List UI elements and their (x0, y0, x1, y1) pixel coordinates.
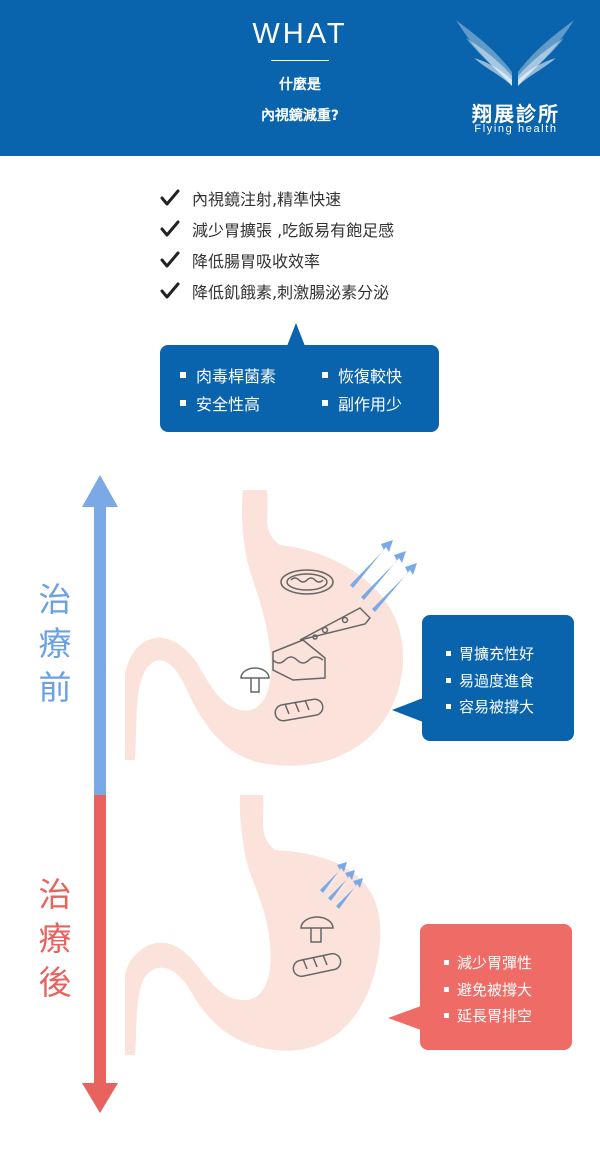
after-item: 減少胃彈性 (444, 952, 532, 973)
checklist-item: 內視鏡注射,精準快速 (160, 182, 394, 213)
before-treatment-label: 治療前 (38, 580, 72, 707)
benefit-checklist: 內視鏡注射,精準快速 減少胃擴張 ,吃飯易有飽足感 降低腸胃吸收效率 降低飢餓素… (160, 182, 394, 306)
after-item-text: 減少胃彈性 (457, 954, 533, 972)
bullet-square-icon (322, 372, 328, 378)
bullet-square-icon (446, 704, 451, 709)
after-item-text: 避免被撐大 (457, 981, 533, 999)
feature-item: 安全性高 (180, 391, 260, 415)
after-treatment-label: 治療後 (38, 875, 72, 1002)
header-subtitle-line1: 什麼是 (279, 77, 321, 93)
clinic-logo-name: 翔展診所 (472, 102, 560, 126)
checklist-item: 降低飢餓素,刺激腸泌素分泌 (160, 275, 394, 306)
timeline-arrow-icon (82, 475, 118, 1113)
bullet-square-icon (446, 651, 451, 656)
checkmark-icon (160, 189, 180, 205)
before-item: 胃擴充性好 (446, 643, 534, 664)
before-item-text: 易過度進食 (459, 672, 535, 690)
stomach-expansion-arrows-icon (350, 540, 417, 612)
checklist-item-text: 降低腸胃吸收效率 (192, 251, 321, 271)
stomach-after-body (125, 795, 381, 1055)
feature-item: 恢復較快 (322, 363, 402, 387)
clinic-logo-subtitle: Flying health (474, 123, 558, 135)
checklist-item-text: 內視鏡注射,精準快速 (192, 189, 342, 209)
arrow-down-head (82, 1083, 118, 1113)
checklist-item: 減少胃擴張 ,吃飯易有飽足感 (160, 213, 394, 244)
feature-item-text: 副作用少 (338, 395, 403, 414)
stomach-before-illustration (125, 490, 417, 766)
feature-item-text: 肉毒桿菌素 (196, 367, 277, 386)
checkmark-icon (160, 220, 180, 236)
bullet-square-icon (444, 987, 449, 992)
stomach-expansion-arrows-icon (320, 862, 363, 909)
stomach-before-body (125, 490, 404, 766)
feature-item-text: 恢復較快 (338, 367, 403, 386)
after-callout-pointer (388, 1006, 421, 1030)
stomach-after-illustration (125, 795, 381, 1055)
bullet-square-icon (444, 1013, 449, 1018)
feature-item: 副作用少 (322, 391, 402, 415)
before-item: 易過度進食 (446, 670, 534, 691)
bullet-square-icon (444, 960, 449, 965)
arrow-before-shaft (94, 505, 106, 795)
after-item: 延長胃排空 (444, 1005, 532, 1026)
before-callout-pointer (392, 698, 423, 722)
checkmark-icon (160, 251, 180, 267)
feature-bubble: 肉毒桿菌素 恢復較快 安全性高 副作用少 (160, 345, 439, 432)
after-item-text: 延長胃排空 (457, 1007, 533, 1025)
after-callout: 減少胃彈性 避免被撐大 延長胃排空 (420, 924, 572, 1050)
header-subtitle-line2: 內視鏡減重? (260, 108, 340, 124)
food-icon (292, 916, 342, 978)
bullet-square-icon (180, 400, 186, 406)
checklist-item-text: 降低飢餓素,刺激腸泌素分泌 (192, 282, 390, 302)
before-item: 容易被撐大 (446, 696, 534, 717)
wings-logo-icon (456, 20, 574, 86)
before-item-text: 胃擴充性好 (459, 645, 535, 663)
arrow-after-shaft (94, 795, 106, 1085)
feature-bubble-pointer (287, 323, 305, 346)
feature-item: 肉毒桿菌素 (180, 363, 276, 387)
arrow-up-head (82, 475, 118, 507)
bullet-square-icon (322, 400, 328, 406)
header-title: WHAT (252, 18, 348, 50)
header-divider (271, 60, 329, 61)
checklist-item: 降低腸胃吸收效率 (160, 244, 394, 275)
before-item-text: 容易被撐大 (459, 698, 535, 716)
food-icon (240, 569, 372, 722)
after-item: 避免被撐大 (444, 979, 532, 1000)
bullet-square-icon (180, 372, 186, 378)
checklist-item-text: 減少胃擴張 ,吃飯易有飽足感 (192, 220, 395, 240)
feature-item-text: 安全性高 (196, 395, 261, 414)
header-banner: WHAT 什麼是 內視鏡減重? 翔展診所 Flying health (0, 0, 600, 156)
bullet-square-icon (446, 678, 451, 683)
before-callout: 胃擴充性好 易過度進食 容易被撐大 (422, 615, 574, 741)
checkmark-icon (160, 282, 180, 298)
